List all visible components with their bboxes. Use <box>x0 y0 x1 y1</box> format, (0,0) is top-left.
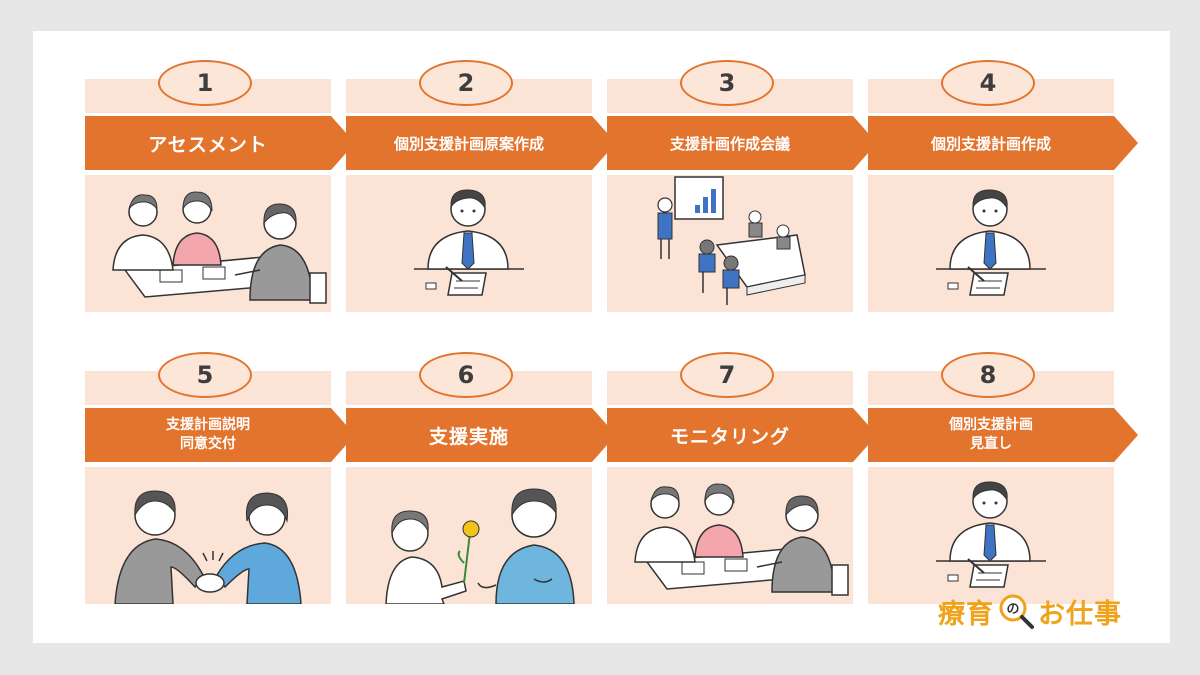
step-number-badge: 5 <box>158 352 252 398</box>
step-label: アセスメント <box>148 133 268 156</box>
step-arrow-banner: 支援計画説明 同意交付 <box>85 408 355 462</box>
arrow-shape <box>607 116 877 170</box>
step-illustration-panel <box>868 175 1114 312</box>
step-label: 個別支援計画 見直し <box>949 417 1033 452</box>
brand-logo: 療育 の お仕事 <box>938 591 1122 631</box>
process-flow-card: 1 アセスメント 2 <box>33 31 1170 643</box>
arrow-shape <box>868 116 1138 170</box>
step-arrow-banner: アセスメント <box>85 116 355 170</box>
step-illustration-panel <box>607 467 853 604</box>
giving-flower-illustration <box>385 488 575 604</box>
step-illustration-panel <box>85 467 331 604</box>
arrow-shape <box>607 408 877 462</box>
step-label: 支援計画説明 同意交付 <box>166 417 250 452</box>
monitoring-meeting-illustration <box>634 483 849 596</box>
step-number-badge: 1 <box>158 60 252 106</box>
step-label: モニタリング <box>669 425 790 448</box>
step-arrow-banner: 支援実施 <box>346 408 616 462</box>
conference-illustration <box>657 176 806 305</box>
step-label: 支援実施 <box>428 425 509 448</box>
desk-writing-illustration <box>414 189 524 296</box>
arrow-shape <box>85 116 355 170</box>
step-illustration-panel <box>607 175 853 312</box>
step-arrow-banner: 支援計画作成会議 <box>607 116 877 170</box>
step-arrow-banner: 個別支援計画 見直し <box>868 408 1138 462</box>
desk-writing-illustration <box>936 189 1046 296</box>
step-label: 個別支援計画作成 <box>930 134 1051 153</box>
step-number-badge: 2 <box>419 60 513 106</box>
logo-text-part2: の <box>1006 602 1019 617</box>
step-number-badge: 3 <box>680 60 774 106</box>
arrow-shape <box>868 408 1138 462</box>
arrow-shape <box>346 408 616 462</box>
arrow-shape <box>85 408 355 462</box>
handshake-illustration <box>114 490 302 604</box>
step-number-badge: 7 <box>680 352 774 398</box>
step-number-badge: 4 <box>941 60 1035 106</box>
arrow-shape <box>346 116 616 170</box>
step-arrow-banner: 個別支援計画作成 <box>868 116 1138 170</box>
step-number-badge: 6 <box>419 352 513 398</box>
step-illustration-panel <box>85 175 331 312</box>
step-label: 個別支援計画原案作成 <box>393 134 544 153</box>
magnifier-icon: の <box>999 594 1034 629</box>
step-illustration-panel <box>346 467 592 604</box>
logo-text-part3: お仕事 <box>1038 598 1122 630</box>
step-illustration-panel <box>346 175 592 312</box>
step-label: 支援計画作成会議 <box>669 134 790 153</box>
step-illustration-panel <box>868 467 1114 604</box>
step-arrow-banner: 個別支援計画原案作成 <box>346 116 616 170</box>
assessment-meeting-illustration <box>112 191 327 304</box>
step-arrow-banner: モニタリング <box>607 408 877 462</box>
step-number-badge: 8 <box>941 352 1035 398</box>
desk-writing-illustration <box>936 481 1046 588</box>
logo-text-part1: 療育 <box>938 598 994 630</box>
